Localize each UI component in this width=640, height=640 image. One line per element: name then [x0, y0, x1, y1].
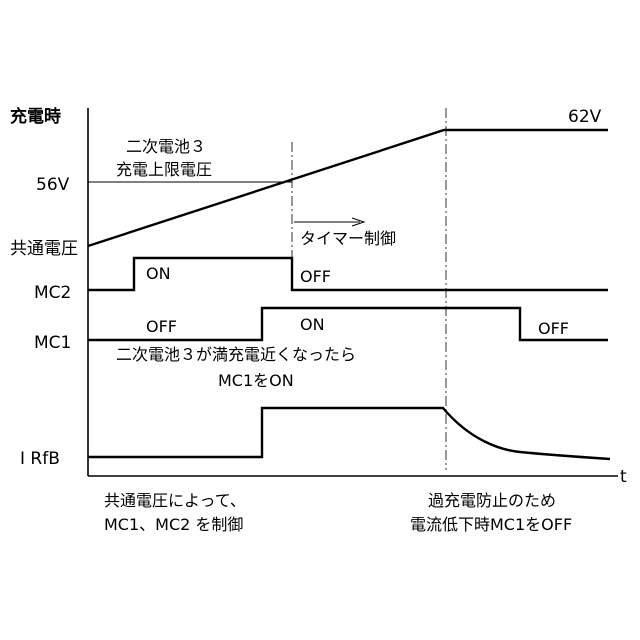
bottom-right-line2: 電流低下時MC1をOFF: [410, 515, 572, 534]
bottom-left-line2: MC1、MC2 を制御: [104, 515, 243, 534]
mc2-off-label: OFF: [300, 267, 331, 286]
label-mc2: MC2: [34, 283, 71, 303]
label-common-voltage: 共通電圧: [10, 239, 78, 259]
label-mc1: MC1: [34, 333, 71, 353]
battery-upper-limit-line2: 充電上限電圧: [116, 160, 212, 179]
label-62v: 62V: [568, 107, 602, 127]
irfb-waveform: [88, 408, 610, 459]
battery-upper-limit-line1: 二次電池３: [126, 137, 206, 156]
mc1-off-before-label: OFF: [146, 317, 177, 336]
mc1-off-after-label: OFF: [538, 319, 569, 338]
label-charging: 充電時: [10, 106, 61, 127]
timer-control-label: タイマー制御: [300, 229, 396, 248]
bottom-left-line1: 共通電圧によって、: [104, 491, 246, 510]
label-time: t: [620, 467, 627, 487]
full-charge-line2: MC1をON: [218, 371, 294, 390]
bottom-right-line1: 過充電防止のため: [428, 491, 556, 510]
mc1-on-label: ON: [300, 315, 325, 334]
full-charge-line1: 二次電池３が満充電近くなったら: [116, 345, 356, 364]
label-56v: 56V: [36, 175, 70, 195]
label-irfb: I RfB: [20, 449, 60, 469]
mc2-on-label: ON: [146, 264, 171, 283]
